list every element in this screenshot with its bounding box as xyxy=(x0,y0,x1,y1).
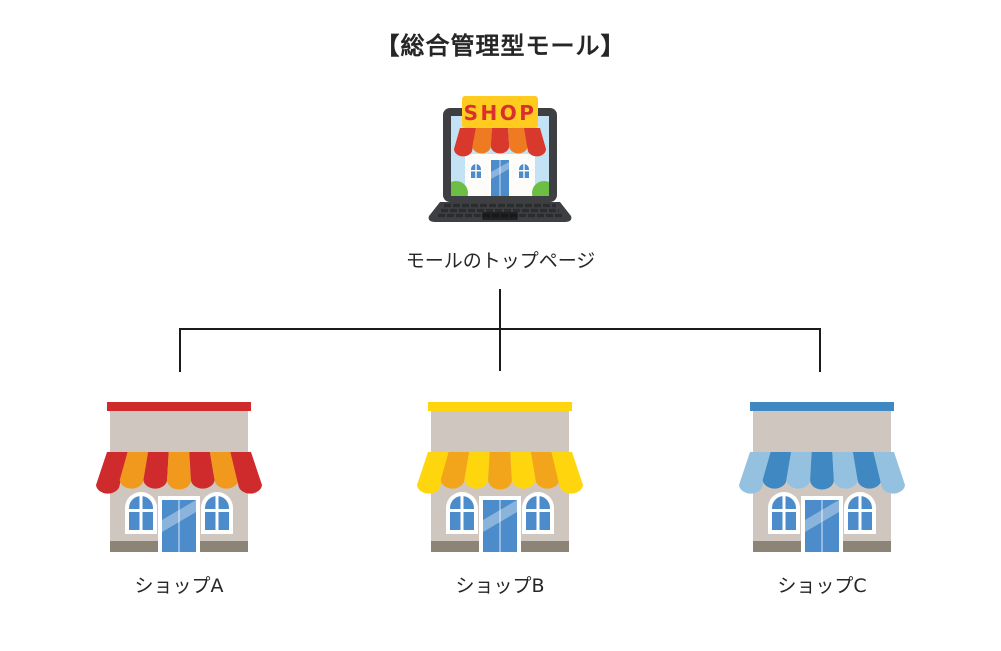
shop-c-label: ショップC xyxy=(777,575,867,597)
diagram-title: 【総合管理型モール】 xyxy=(375,32,626,60)
connector-right-vertical xyxy=(819,328,821,372)
connector-left-vertical xyxy=(179,328,181,372)
shop-a-label: ショップA xyxy=(134,575,224,597)
mall-top-page-label: モールのトップページ xyxy=(405,250,596,272)
shop-b-label: ショップB xyxy=(455,575,545,597)
connector-horizontal xyxy=(179,328,821,330)
mall-laptop-icon: SHOP xyxy=(410,90,590,230)
shop-a-icon xyxy=(94,400,264,562)
connector-center-vertical xyxy=(499,289,501,371)
shop-b-icon xyxy=(415,400,585,562)
shop-c-icon xyxy=(737,400,907,562)
svg-text:SHOP: SHOP xyxy=(464,101,537,125)
